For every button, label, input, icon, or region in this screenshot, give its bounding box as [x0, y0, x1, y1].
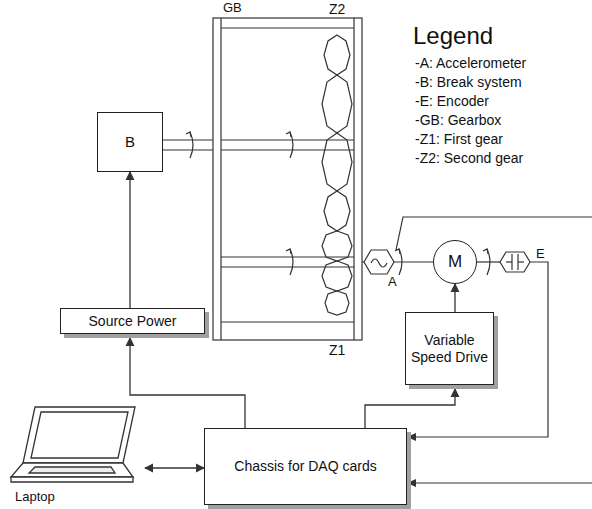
legend-title: Legend — [413, 22, 493, 50]
accelerometer-wire — [396, 217, 592, 250]
process-box: Chassis for DAQ cards — [204, 428, 407, 505]
node-label: B — [125, 133, 135, 151]
brake-box: B — [97, 112, 163, 172]
legend-entry: -E: Encoder — [415, 93, 489, 109]
node-label: Source Power — [89, 313, 177, 330]
part-label: E — [536, 247, 545, 262]
coupling — [364, 250, 394, 274]
gearbox: GB — [213, 18, 362, 340]
node-label: Chassis for DAQ cards — [234, 458, 376, 475]
gear-z2 — [322, 35, 352, 231]
part-label: A — [388, 275, 397, 290]
motor-circle: M — [433, 240, 477, 284]
laptop-icon: Laptop — [5, 405, 155, 506]
connector — [454, 284, 455, 312]
connector — [129, 172, 130, 308]
process-box: Source Power — [60, 308, 205, 334]
accelerometer-wire — [414, 482, 592, 483]
arrowhead — [407, 433, 416, 441]
connector — [365, 389, 455, 428]
legend-entry: -B: Break system — [415, 74, 522, 90]
node-label: GB — [223, 0, 242, 16]
part-label: Z2 — [329, 1, 345, 17]
shaft — [163, 139, 213, 140]
part-label: Z1 — [329, 342, 345, 358]
connector — [145, 467, 204, 468]
legend-entry: -Z2: Second gear — [415, 150, 523, 166]
connector — [130, 338, 245, 428]
gear-z1 — [322, 231, 352, 315]
process-box: Variable Speed Drive — [405, 312, 494, 385]
encoder-symbol — [500, 252, 530, 272]
node-label: Variable Speed Drive — [406, 332, 493, 366]
gearbox-frame — [213, 18, 362, 340]
laptop-drawing — [5, 405, 155, 490]
shaft — [221, 256, 354, 257]
legend-entry: -GB: Gearbox — [415, 112, 501, 128]
node-label: Laptop — [15, 489, 55, 505]
legend-entry: -A: Accelerometer — [415, 55, 526, 71]
node-label: M — [448, 252, 462, 272]
legend-entry: -Z1: First gear — [415, 131, 503, 147]
arrowhead — [407, 479, 416, 487]
